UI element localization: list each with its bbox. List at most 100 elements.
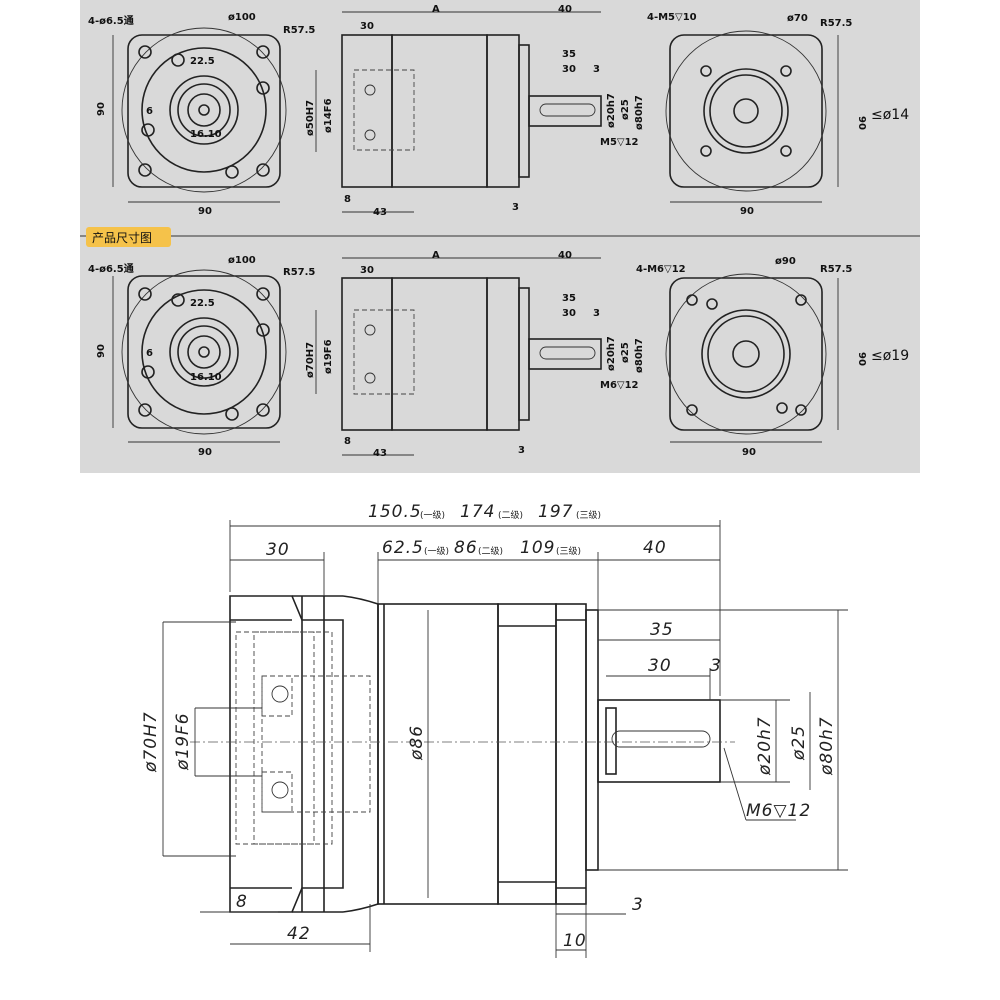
row2-right-ring [701,309,791,399]
row1-left-center [198,104,210,116]
row2-h90-left: 90 [96,344,107,358]
flange-transition [342,595,379,913]
hidden-input-outer [235,631,333,845]
row2-right-d90-label: ø90 [775,256,796,267]
row2-side-output [486,277,520,431]
row2-w90-left: 90 [198,447,212,458]
total-len-v2: 174 [460,502,495,522]
row2-side-face [518,287,530,421]
row1-right-h90: 90 [856,116,867,130]
key-off-3: 3 [710,656,722,676]
row2-left-hole-tr [256,287,270,301]
key-len-35: 35 [650,620,674,640]
row2-left-hole-d [225,407,239,421]
output-flange [555,603,587,905]
row1-right-holes-label: 4-M5▽10 [647,12,697,23]
body-len-v3: 109 [520,538,555,558]
row2-a-label: A [432,250,440,261]
row1-left-hole-tl [138,45,152,59]
row1-a-label: A [432,4,440,15]
row2-right-pcd [665,273,827,435]
output-key [611,730,711,748]
badge-bg [86,227,171,247]
row1-side-key [539,103,596,117]
row2-d25-label: ø25 [620,342,631,363]
row1-l30b-label: 30 [562,64,576,75]
row1-d25-label: ø25 [620,99,631,120]
row1-l3-label: 3 [593,64,600,75]
row2-left-bore-inner [177,325,231,379]
row2-left-hole-tl [138,287,152,301]
row2-m6-label: M6▽12 [600,380,639,391]
row1-right-w90: 90 [740,206,754,217]
len-8: 8 [236,892,248,912]
row2-left-center [198,346,210,358]
row1-left-hole-c [141,123,155,137]
row1-l43-label: 43 [373,207,387,218]
d19-label: ø19F6 [173,712,193,771]
row1-right-pcd [665,30,827,192]
row2-side-hidden [353,309,415,395]
row2-right-hole-c [686,404,698,416]
row2-side-hole-b [364,372,376,384]
row1-left-hole-tr [256,45,270,59]
row1-d80-label: ø80h7 [634,95,645,130]
d25-label: ø25 [789,725,809,761]
row2-d100-label: ø100 [228,255,256,266]
d20-label: ø20h7 [755,716,775,776]
row1-right-hole-a [700,65,712,77]
total-len-v1: 150.5 [368,502,422,522]
key-len-30: 30 [648,656,672,676]
row1-left-hub [187,93,221,127]
body-len-s1: (一级) [424,545,449,557]
total-len-s2: (二级) [498,509,523,521]
row2-l3-label: 3 [593,308,600,319]
hidden-clamp-top [261,675,293,717]
row2-d70-label: ø70H7 [305,342,316,378]
flange-len-30: 30 [266,540,290,560]
row1-left-plate [127,34,281,188]
hidden-screw-bottom [271,781,289,799]
output-shaft-shoulder [605,707,617,775]
row1-left-bore-inner [177,83,231,137]
row2-side-flange [341,277,393,431]
hidden-input-coupling [261,675,371,813]
row1-side-face [518,44,530,178]
row1-left-hole-br [256,163,270,177]
hidden-clamp-bottom [261,771,293,813]
row2-right-r575-label: R57.5 [820,264,852,275]
row2-d6-label: 6 [146,348,153,359]
row1-side-output [486,34,520,188]
row1-right-hole-d [780,145,792,157]
row2-d225-label: 22.5 [190,298,215,309]
row2-right-holes-label: 4-M6▽12 [636,264,686,275]
row1-holes-label: 4-ø6.5通 [88,15,134,27]
row2-bore-label: ≤ø19 [871,348,909,364]
row2-d19-label: ø19F6 [323,339,334,374]
top-dimension-panel [80,0,920,473]
row1-side-hole-b [364,129,376,141]
row1-d14-label: ø14F6 [323,98,334,133]
row2-l35-label: 35 [562,293,576,304]
d80-label: ø80h7 [817,716,837,776]
row2-l40-label: 40 [558,250,572,261]
row2-side-hole-a [364,324,376,336]
body-len-v1: 62.5 [382,538,424,558]
row1-l8-label: 8 [344,194,351,205]
row1-h90-left: 90 [96,102,107,116]
body-len-s2: (二级) [478,545,503,557]
product-dimension-badge: 产品尺寸图 [92,231,152,245]
output-face [585,609,599,871]
row1-right-plate [669,34,823,188]
row1-right-d70-label: ø70 [787,13,808,24]
row2-group: 4-ø6.5通 ø100 R57.5 22.5 6 16.10 90 90 A … [88,250,909,459]
row2-left-outer-circle [141,289,267,415]
row1-left-bore [169,75,239,145]
row2-left-hole-bl [138,403,152,417]
row1-side-hidden [353,69,415,151]
row1-w90-left: 90 [198,206,212,217]
row1-right-hole-b [780,65,792,77]
row1-side-body [391,34,488,188]
row1-l3b-label: 3 [512,202,519,213]
row2-right-w90: 90 [742,447,756,458]
